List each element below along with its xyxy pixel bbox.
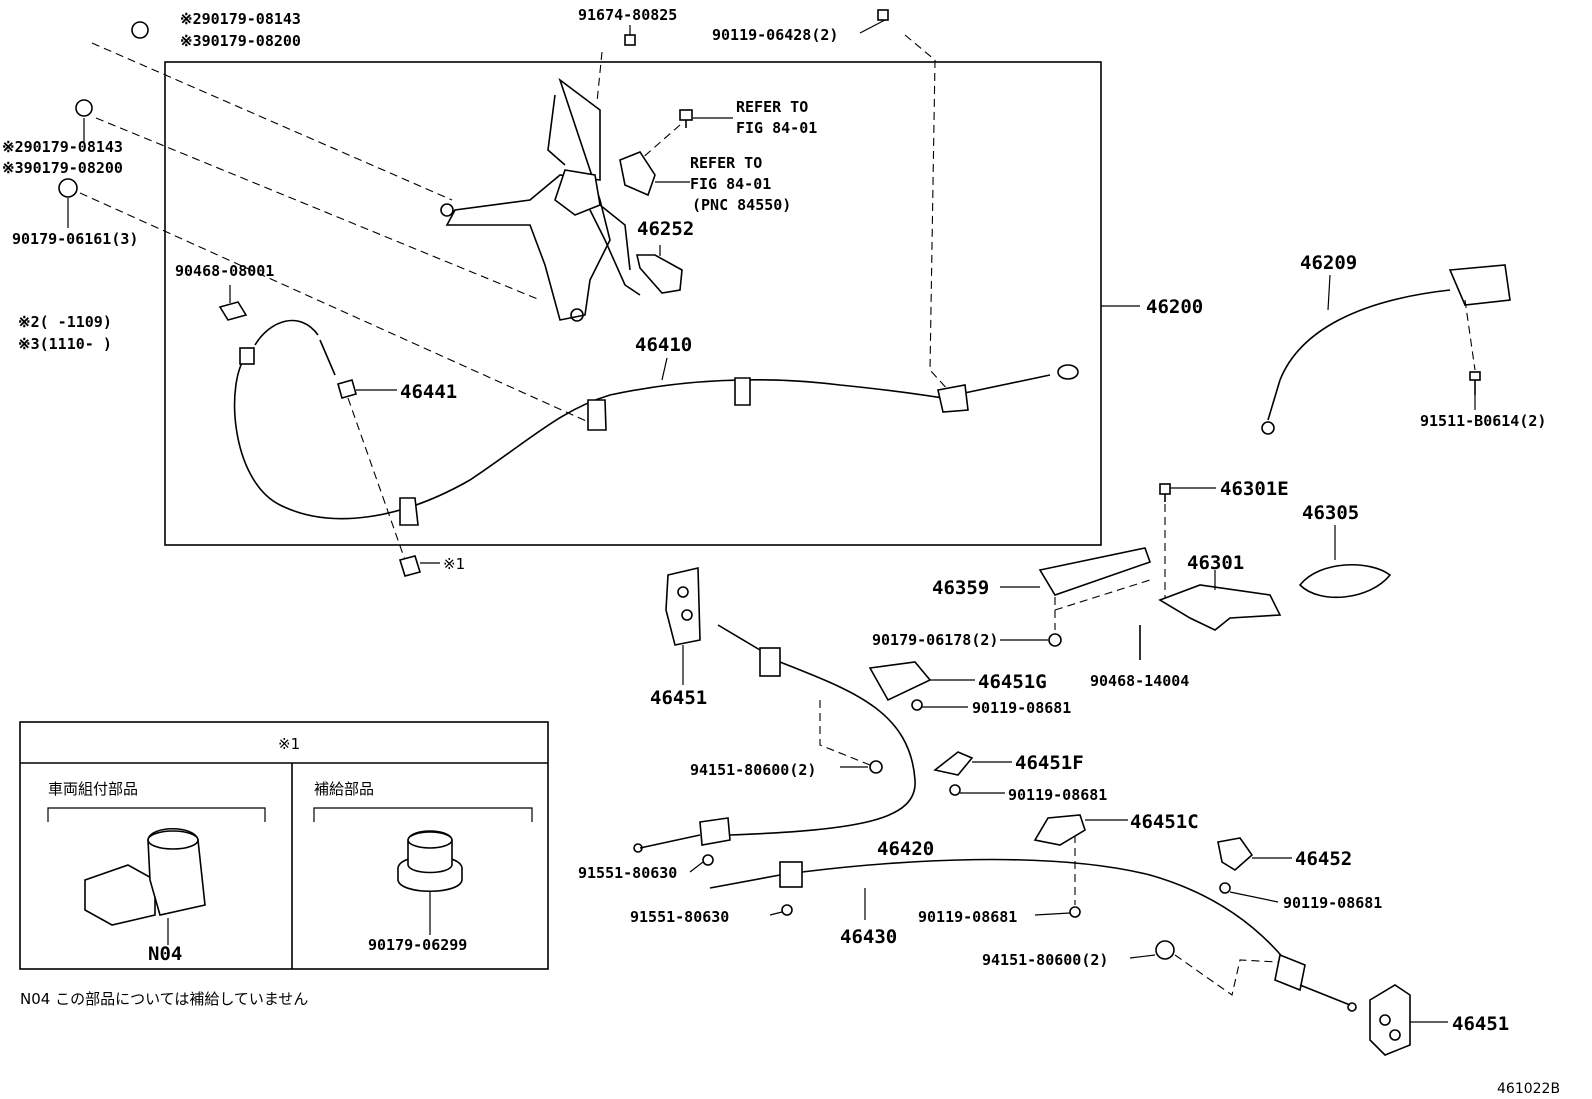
label-46200: 46200 <box>1146 296 1203 318</box>
grommet-46441 <box>337 379 357 399</box>
legend-left-part: N04 <box>148 943 182 965</box>
rear-cable-46420 <box>633 624 916 853</box>
bracket-46451C <box>1033 814 1086 846</box>
pedal-pad-46252 <box>635 254 683 294</box>
label-46451F: 46451F <box>1015 752 1084 774</box>
label-46410: 46410 <box>635 334 692 356</box>
nut-left-2 <box>58 178 78 198</box>
label-90468-14004: 90468-14004 <box>1090 672 1189 690</box>
label-46451-bottom: 46451 <box>1452 1013 1509 1035</box>
refer-clip <box>619 151 690 197</box>
bracket-46452 <box>1217 837 1254 871</box>
label-390179-top: ※390179-08200 <box>180 32 301 50</box>
clip-star1 <box>398 555 422 577</box>
label-46451C: 46451C <box>1130 811 1199 833</box>
label-290179-top: ※290179-08143 <box>180 10 301 28</box>
label-refer2-c: (PNC 84550) <box>692 196 791 214</box>
label-90179-06161: 90179-06161(3) <box>12 230 138 248</box>
clip-90468-08001 <box>218 301 248 321</box>
label-90468-08001: 90468-08001 <box>175 262 274 280</box>
assembly-46200-frame <box>164 61 1102 546</box>
label-94151-80600-a: 94151-80600(2) <box>690 761 816 779</box>
label-refer2-b: FIG 84-01 <box>690 175 771 193</box>
bolt-91674 <box>624 34 636 46</box>
label-46441: 46441 <box>400 381 457 403</box>
label-290179-left: ※290179-08143 <box>2 138 123 156</box>
label-91511-b0614: 91511-B0614(2) <box>1420 412 1546 430</box>
equalizer-parts <box>1000 483 1392 660</box>
label-390179-left: ※390179-08200 <box>2 159 123 177</box>
shield-46451G <box>868 661 932 702</box>
legend-right-part: 90179-06299 <box>368 936 467 954</box>
pedal-bracket-assembly <box>440 77 641 322</box>
label-46430: 46430 <box>840 926 897 948</box>
label-46452: 46452 <box>1295 848 1352 870</box>
label-91674-80825: 91674-80825 <box>578 6 677 24</box>
label-90119-08681-c: 90119-08681 <box>1283 894 1382 912</box>
label-46301: 46301 <box>1187 552 1244 574</box>
legend-right-title: 補給部品 <box>314 780 374 798</box>
figure-id: 461022B <box>1497 1081 1560 1097</box>
nut-left-1 <box>75 99 93 117</box>
label-star1: ※1 <box>443 555 465 573</box>
label-46301E: 46301E <box>1220 478 1289 500</box>
bolt-90119-06428 <box>877 9 889 21</box>
refer-bolt <box>639 109 733 161</box>
label-94151-80600-b: 94151-80600(2) <box>982 951 1108 969</box>
label-90119-08681-b: 90119-08681 <box>1008 786 1107 804</box>
legend-header: ※1 <box>278 735 300 753</box>
label-90119-08681-a: 90119-08681 <box>972 699 1071 717</box>
label-refer1-a: REFER TO <box>736 98 808 116</box>
label-91551-80630-b: 91551-80630 <box>630 908 729 926</box>
label-46252: 46252 <box>637 218 694 240</box>
label-note2: ※2( -1109) <box>18 313 112 331</box>
front-cable-46410 <box>233 319 1079 526</box>
nut-top <box>131 21 149 39</box>
label-46305: 46305 <box>1302 502 1359 524</box>
grommet-94151-bottom <box>1155 940 1175 960</box>
label-46420: 46420 <box>877 838 934 860</box>
legend-box <box>19 721 549 970</box>
plate-46451-top <box>665 566 701 646</box>
label-refer2-a: REFER TO <box>690 154 762 172</box>
label-46451-top: 46451 <box>650 687 707 709</box>
label-90119-06428: 90119-06428(2) <box>712 26 838 44</box>
label-90119-08681-d: 90119-08681 <box>918 908 1017 926</box>
label-46359: 46359 <box>932 577 989 599</box>
label-90179-06178: 90179-06178(2) <box>872 631 998 649</box>
cable-46209 <box>1261 264 1511 435</box>
rear-cable-46430 <box>689 835 1357 1012</box>
bracket-46451F <box>933 751 974 776</box>
label-note3: ※3(1110- ) <box>18 335 112 353</box>
label-46451G: 46451G <box>978 671 1047 693</box>
legend-footnote: N04 この部品については補給していません <box>20 990 308 1008</box>
legend-left-title: 車両組付部品 <box>48 780 138 798</box>
label-46209: 46209 <box>1300 252 1357 274</box>
label-91551-80630-a: 91551-80630 <box>578 864 677 882</box>
label-refer1-b: FIG 84-01 <box>736 119 817 137</box>
